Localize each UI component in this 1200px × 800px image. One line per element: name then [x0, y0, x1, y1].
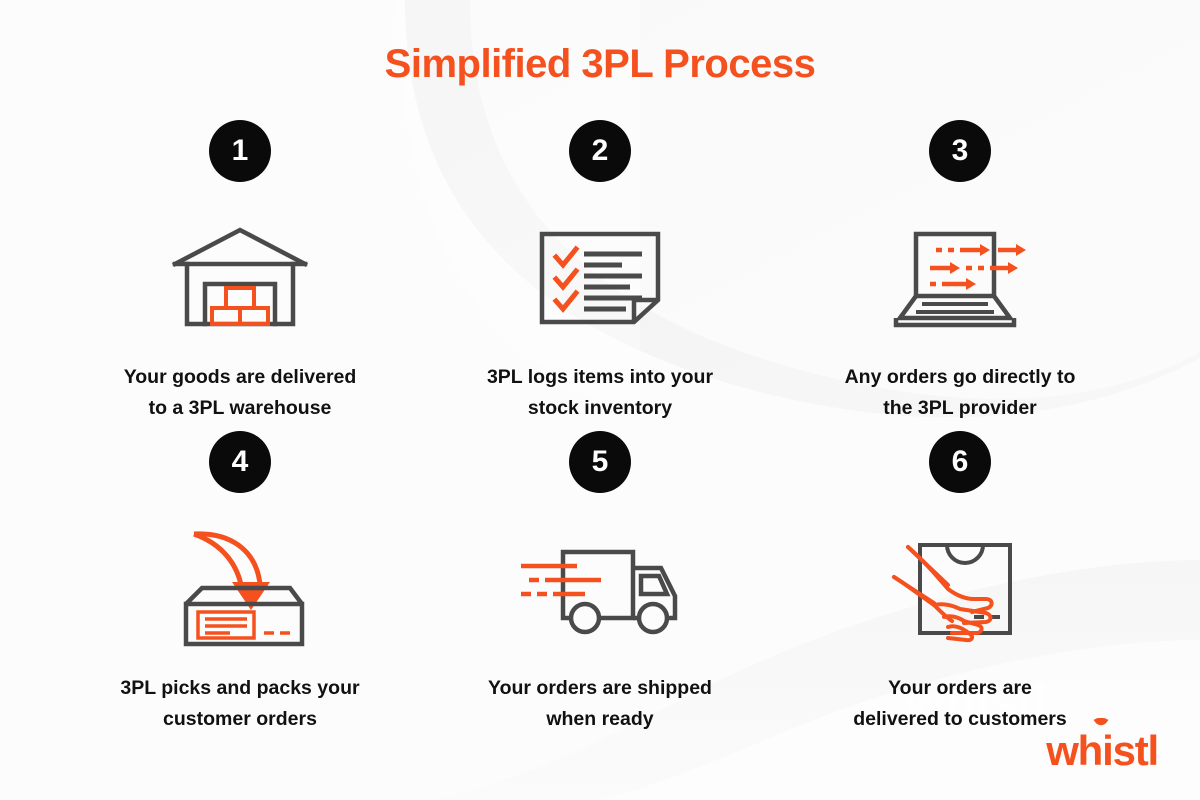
step-caption-1: Your goods are delivered to a 3PL wareho… [123, 366, 357, 420]
process-step-3: 3 [780, 120, 1140, 431]
whistl-logo[interactable]: whistl [1046, 718, 1159, 774]
delivery-truck-icon [521, 549, 678, 635]
step-caption-2: 3PL logs items into your stock inventory [486, 366, 714, 420]
step-icon-3 [888, 212, 1033, 342]
whistl-smile-dot-icon [1093, 718, 1110, 726]
process-step-5: 5 [420, 431, 780, 742]
process-steps-grid: 1 Your goods are delivered [60, 120, 1140, 742]
step-number-badge-2: 2 [569, 120, 631, 182]
step-number-badge-1: 1 [209, 120, 271, 182]
step-icon-1 [165, 212, 315, 342]
process-step-4: 4 [60, 431, 420, 742]
step-number-badge-4: 4 [209, 431, 271, 493]
step-icon-2 [530, 212, 670, 342]
checklist-document-icon [539, 231, 661, 325]
step-caption-6: Your orders are delivered to customers [853, 677, 1067, 731]
step-number-badge-3: 3 [929, 120, 991, 182]
step-caption-4: 3PL picks and packs your customer orders [120, 677, 360, 731]
hand-package-icon [892, 543, 1012, 643]
process-step-1: 1 Your goods are delivered [60, 120, 420, 431]
step-caption-3: Any orders go directly to the 3PL provid… [844, 366, 1076, 420]
step-icon-5 [515, 523, 685, 653]
laptop-arrows-icon [893, 231, 1026, 328]
step-icon-6 [890, 523, 1030, 653]
whistl-logo-text: whistl [1046, 727, 1159, 774]
process-step-2: 2 [420, 120, 780, 431]
step-number-badge-6: 6 [929, 431, 991, 493]
step-number-badge-5: 5 [569, 431, 631, 493]
page-title: Simplified 3PL Process [384, 42, 816, 86]
process-step-6: 6 [780, 431, 1140, 742]
step-icon-4 [168, 523, 313, 653]
box-arrow-icon [183, 530, 304, 646]
warehouse-icon [171, 227, 309, 327]
step-caption-5: Your orders are shipped when ready [488, 677, 712, 731]
